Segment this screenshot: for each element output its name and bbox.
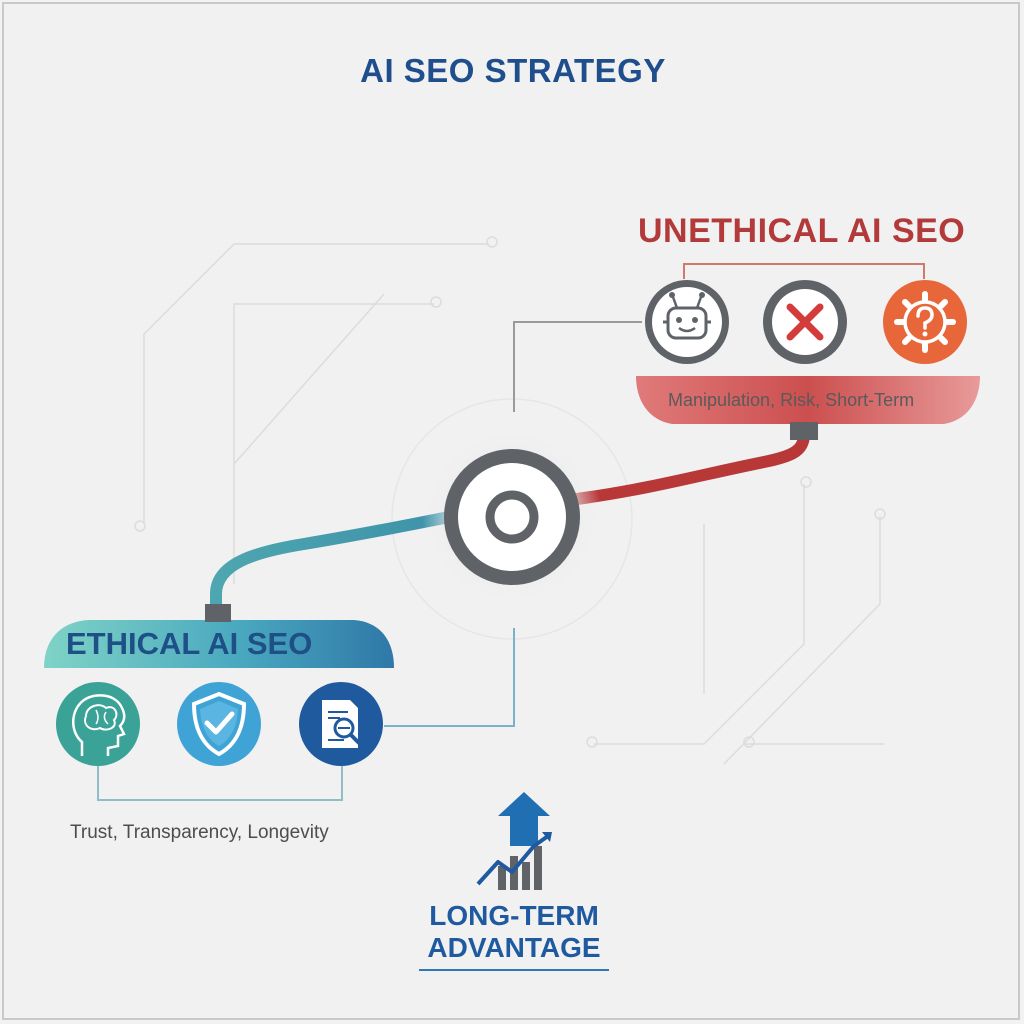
long-term-advantage: LONG-TERM ADVANTAGE (394, 900, 634, 964)
connector-lines (97, 263, 925, 801)
growth-chart-arrow-icon (476, 792, 552, 890)
ethical-banner-plug (205, 604, 231, 622)
advantage-line-2: ADVANTAGE (427, 932, 601, 963)
unethical-banner-plug (790, 422, 818, 440)
diagram-canvas (44, 236, 980, 971)
unethical-banner (636, 376, 980, 424)
ethical-banner (44, 620, 394, 668)
shield-check-icon (177, 682, 261, 766)
circuit-background (134, 236, 886, 765)
robot-icon (645, 280, 729, 364)
page-title: AI SEO STRATEGY (360, 52, 666, 89)
document-search-icon (299, 682, 383, 766)
target-icon (422, 427, 602, 607)
unethical-caption: Manipulation, Risk, Short-Term (668, 390, 915, 410)
ethical-caption: Trust, Transparency, Longevity (70, 822, 329, 843)
red-x-icon (763, 280, 847, 364)
brain-head-icon (56, 682, 140, 766)
question-gear-icon (883, 280, 967, 364)
ethical-heading: ETHICAL AI SEO (66, 626, 313, 661)
advantage-line-1: LONG-TERM (429, 900, 599, 931)
unethical-heading: UNETHICAL AI SEO (638, 212, 966, 250)
